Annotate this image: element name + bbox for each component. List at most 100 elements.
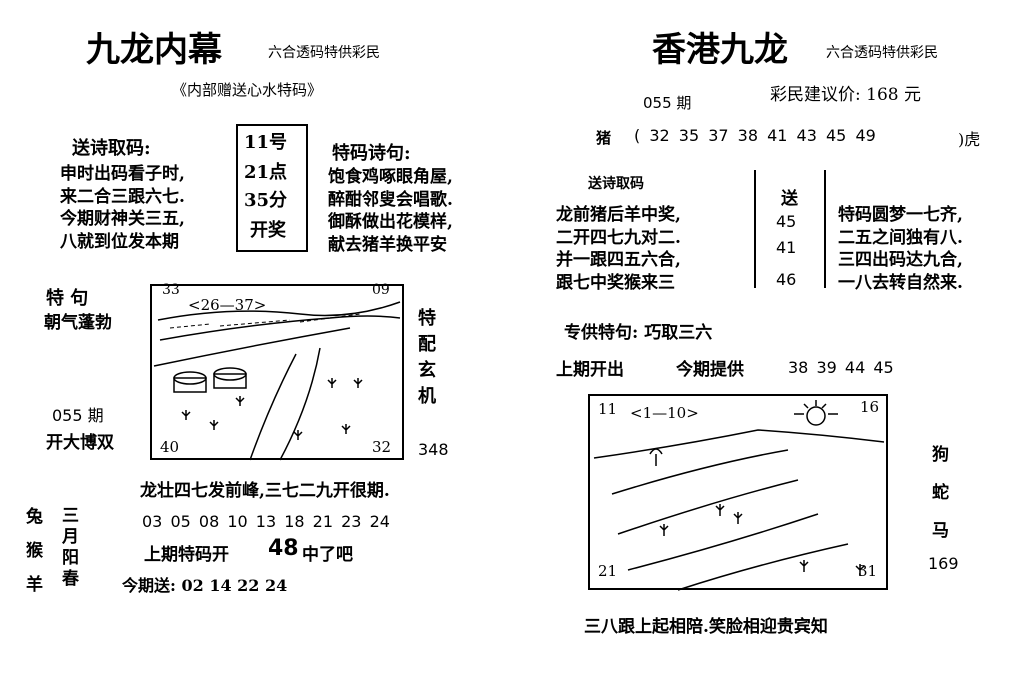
left-last-special-suffix: 中了吧 [302, 545, 353, 565]
left-special-phrase: 朝气蓬勃 [44, 313, 112, 333]
left-pic-top-right: 09 [372, 282, 390, 298]
right-last-open: 上期开出 [556, 360, 624, 380]
right-picture-frame [588, 394, 888, 590]
right-poem-line: 跟七中奖猴来三 [556, 272, 675, 293]
sun-icon [806, 406, 826, 426]
left-pic-bottom-right: 32 [372, 438, 392, 456]
right-tiger-label: )虎 [958, 130, 981, 149]
left-side-number: 348 [418, 440, 449, 459]
left-poem-line: 八就到位发本期 [60, 231, 179, 252]
left-special-line: 献去猪羊换平安 [328, 234, 447, 255]
right-title: 香港九龙 [652, 30, 788, 70]
left-poem-line: 来二合三跟六七. [60, 186, 185, 207]
grass-sprouts [181, 378, 363, 440]
left-summary-line: 龙壮四七发前峰,三七二九开很期. [140, 481, 390, 501]
left-season-char: 月 [62, 527, 79, 547]
left-special-line: 醉酣邻叟会唱歌. [328, 189, 453, 210]
hut-body [213, 373, 247, 389]
hut-body [173, 377, 207, 393]
right-side-number: 169 [928, 554, 959, 573]
draw-time-open: 开奖 [250, 220, 286, 241]
right-side-animal: 狗 [932, 445, 949, 465]
draw-time-hour: 21点 [244, 162, 288, 183]
right-price: 彩民建议价: 168 元 [770, 85, 921, 105]
right-picture [593, 400, 885, 591]
draw-time-minute: 35分 [244, 190, 288, 211]
right-send-number: 41 [776, 238, 797, 257]
mountain-line [593, 429, 885, 459]
left-season-char: 春 [62, 569, 79, 589]
slope-line [153, 327, 351, 367]
left-side-char: 配 [418, 334, 436, 355]
right-bottom-line: 三八跟上起相陪.笑脸相迎贵宾知 [584, 617, 828, 637]
ridge-line [159, 315, 401, 341]
field-rows [611, 449, 849, 591]
right-pig-numbers: ( 32 35 37 38 41 43 45 49 [634, 126, 876, 145]
left-pic-top-left: 33 [162, 282, 180, 298]
right-divider-right [824, 170, 826, 288]
left-numbers-row: 03 05 08 10 13 18 21 23 24 [142, 512, 390, 531]
right-pic-bottom-left: 21 [598, 562, 618, 580]
draw-time-number: 11号 [244, 132, 288, 153]
left-quote: 《内部赠送心水特码》 [172, 81, 323, 99]
left-side-char: 玄 [418, 360, 436, 381]
left-animal: 兔 [26, 507, 43, 527]
left-season-char: 三 [62, 506, 79, 526]
right-poem2-line: 特码圆梦一七齐, [838, 205, 963, 225]
left-subtitle: 六合透码特供彩民 [268, 45, 380, 61]
hill-line [157, 301, 401, 321]
left-picture [153, 301, 401, 461]
left-animals: 兔 猴 羊 [26, 500, 43, 602]
right-special-phrase: 专供特句: 巧取三六 [564, 323, 713, 343]
right-pig-label: 猪 [596, 129, 612, 147]
left-pic-bottom-left: 40 [160, 438, 180, 456]
right-poem-line: 龙前猪后羊中奖, [556, 205, 681, 225]
left-big-small: 开大博双 [46, 433, 114, 453]
left-today-send: 今期送: 02 14 22 24 [122, 576, 288, 595]
left-special-phrase-title: 特 句 [46, 288, 89, 309]
left-pic-range: <26—37> [188, 296, 267, 314]
right-poem-header: 送诗取码 [588, 176, 644, 192]
left-special-header: 特码诗句: [332, 143, 411, 164]
left-animal: 猴 [26, 541, 43, 561]
sun-rays [794, 400, 838, 415]
left-poem-line: 今期财神关三五, [60, 209, 185, 229]
right-pic-bottom-right: 31 [858, 562, 878, 580]
right-poem: 龙前猪后羊中奖, 二开四七九对二. 并一跟四五六合, 跟七中奖猴来三 [556, 204, 681, 294]
crop-sprouts [649, 448, 865, 576]
right-send-number: 45 [776, 212, 797, 231]
left-side-text: 特 配 玄 机 [418, 306, 436, 410]
left-side-char: 机 [418, 386, 436, 407]
draw-time-box [236, 124, 308, 252]
left-title: 九龙内幕 [86, 30, 222, 70]
left-special-poem: 饱食鸡啄眼角屋, 醉酣邻叟会唱歌. 御酥做出花模样, 献去猪羊换平安 [328, 166, 453, 256]
left-season: 三 月 阳 春 [62, 506, 79, 590]
left-special-line: 御酥做出花模样, [328, 212, 453, 232]
right-divider-left [754, 170, 756, 288]
right-poem2-line: 一八去转自然来. [838, 272, 963, 293]
left-side-char: 特 [418, 308, 436, 329]
right-pic-top-left: 11 [598, 400, 618, 418]
left-poem-line: 申时出码看子时, [60, 164, 185, 184]
right-subtitle: 六合透码特供彩民 [826, 45, 938, 61]
right-today-provide: 今期提供 [676, 360, 744, 380]
left-issue: 055 期 [52, 406, 104, 425]
left-animal: 羊 [26, 575, 43, 595]
left-poem-header: 送诗取码: [72, 138, 151, 159]
right-send-number: 46 [776, 270, 797, 289]
right-send-label: 送 [781, 189, 798, 209]
right-pic-top-right: 16 [860, 398, 880, 416]
left-picture-frame [150, 284, 404, 460]
right-side-animal: 蛇 [932, 483, 949, 503]
left-special-line: 饱食鸡啄眼角屋, [328, 167, 453, 187]
left-season-char: 阳 [62, 548, 79, 568]
right-provide-numbers: 38 39 44 45 [788, 358, 894, 377]
left-last-special-number: 48 [268, 536, 299, 561]
left-last-special-prefix: 上期特码开 [144, 545, 229, 565]
right-issue: 055 期 [643, 94, 692, 112]
right-poem2: 特码圆梦一七齐, 二五之间独有八. 三四出码达九合, 一八去转自然来. [838, 204, 963, 294]
right-poem-line: 并一跟四五六合, [556, 250, 681, 270]
left-poem: 申时出码看子时, 来二合三跟六七. 今期财神关三五, 八就到位发本期 [60, 163, 185, 253]
right-side-animal: 马 [932, 521, 949, 541]
right-poem-line: 二开四七九对二. [556, 227, 681, 248]
